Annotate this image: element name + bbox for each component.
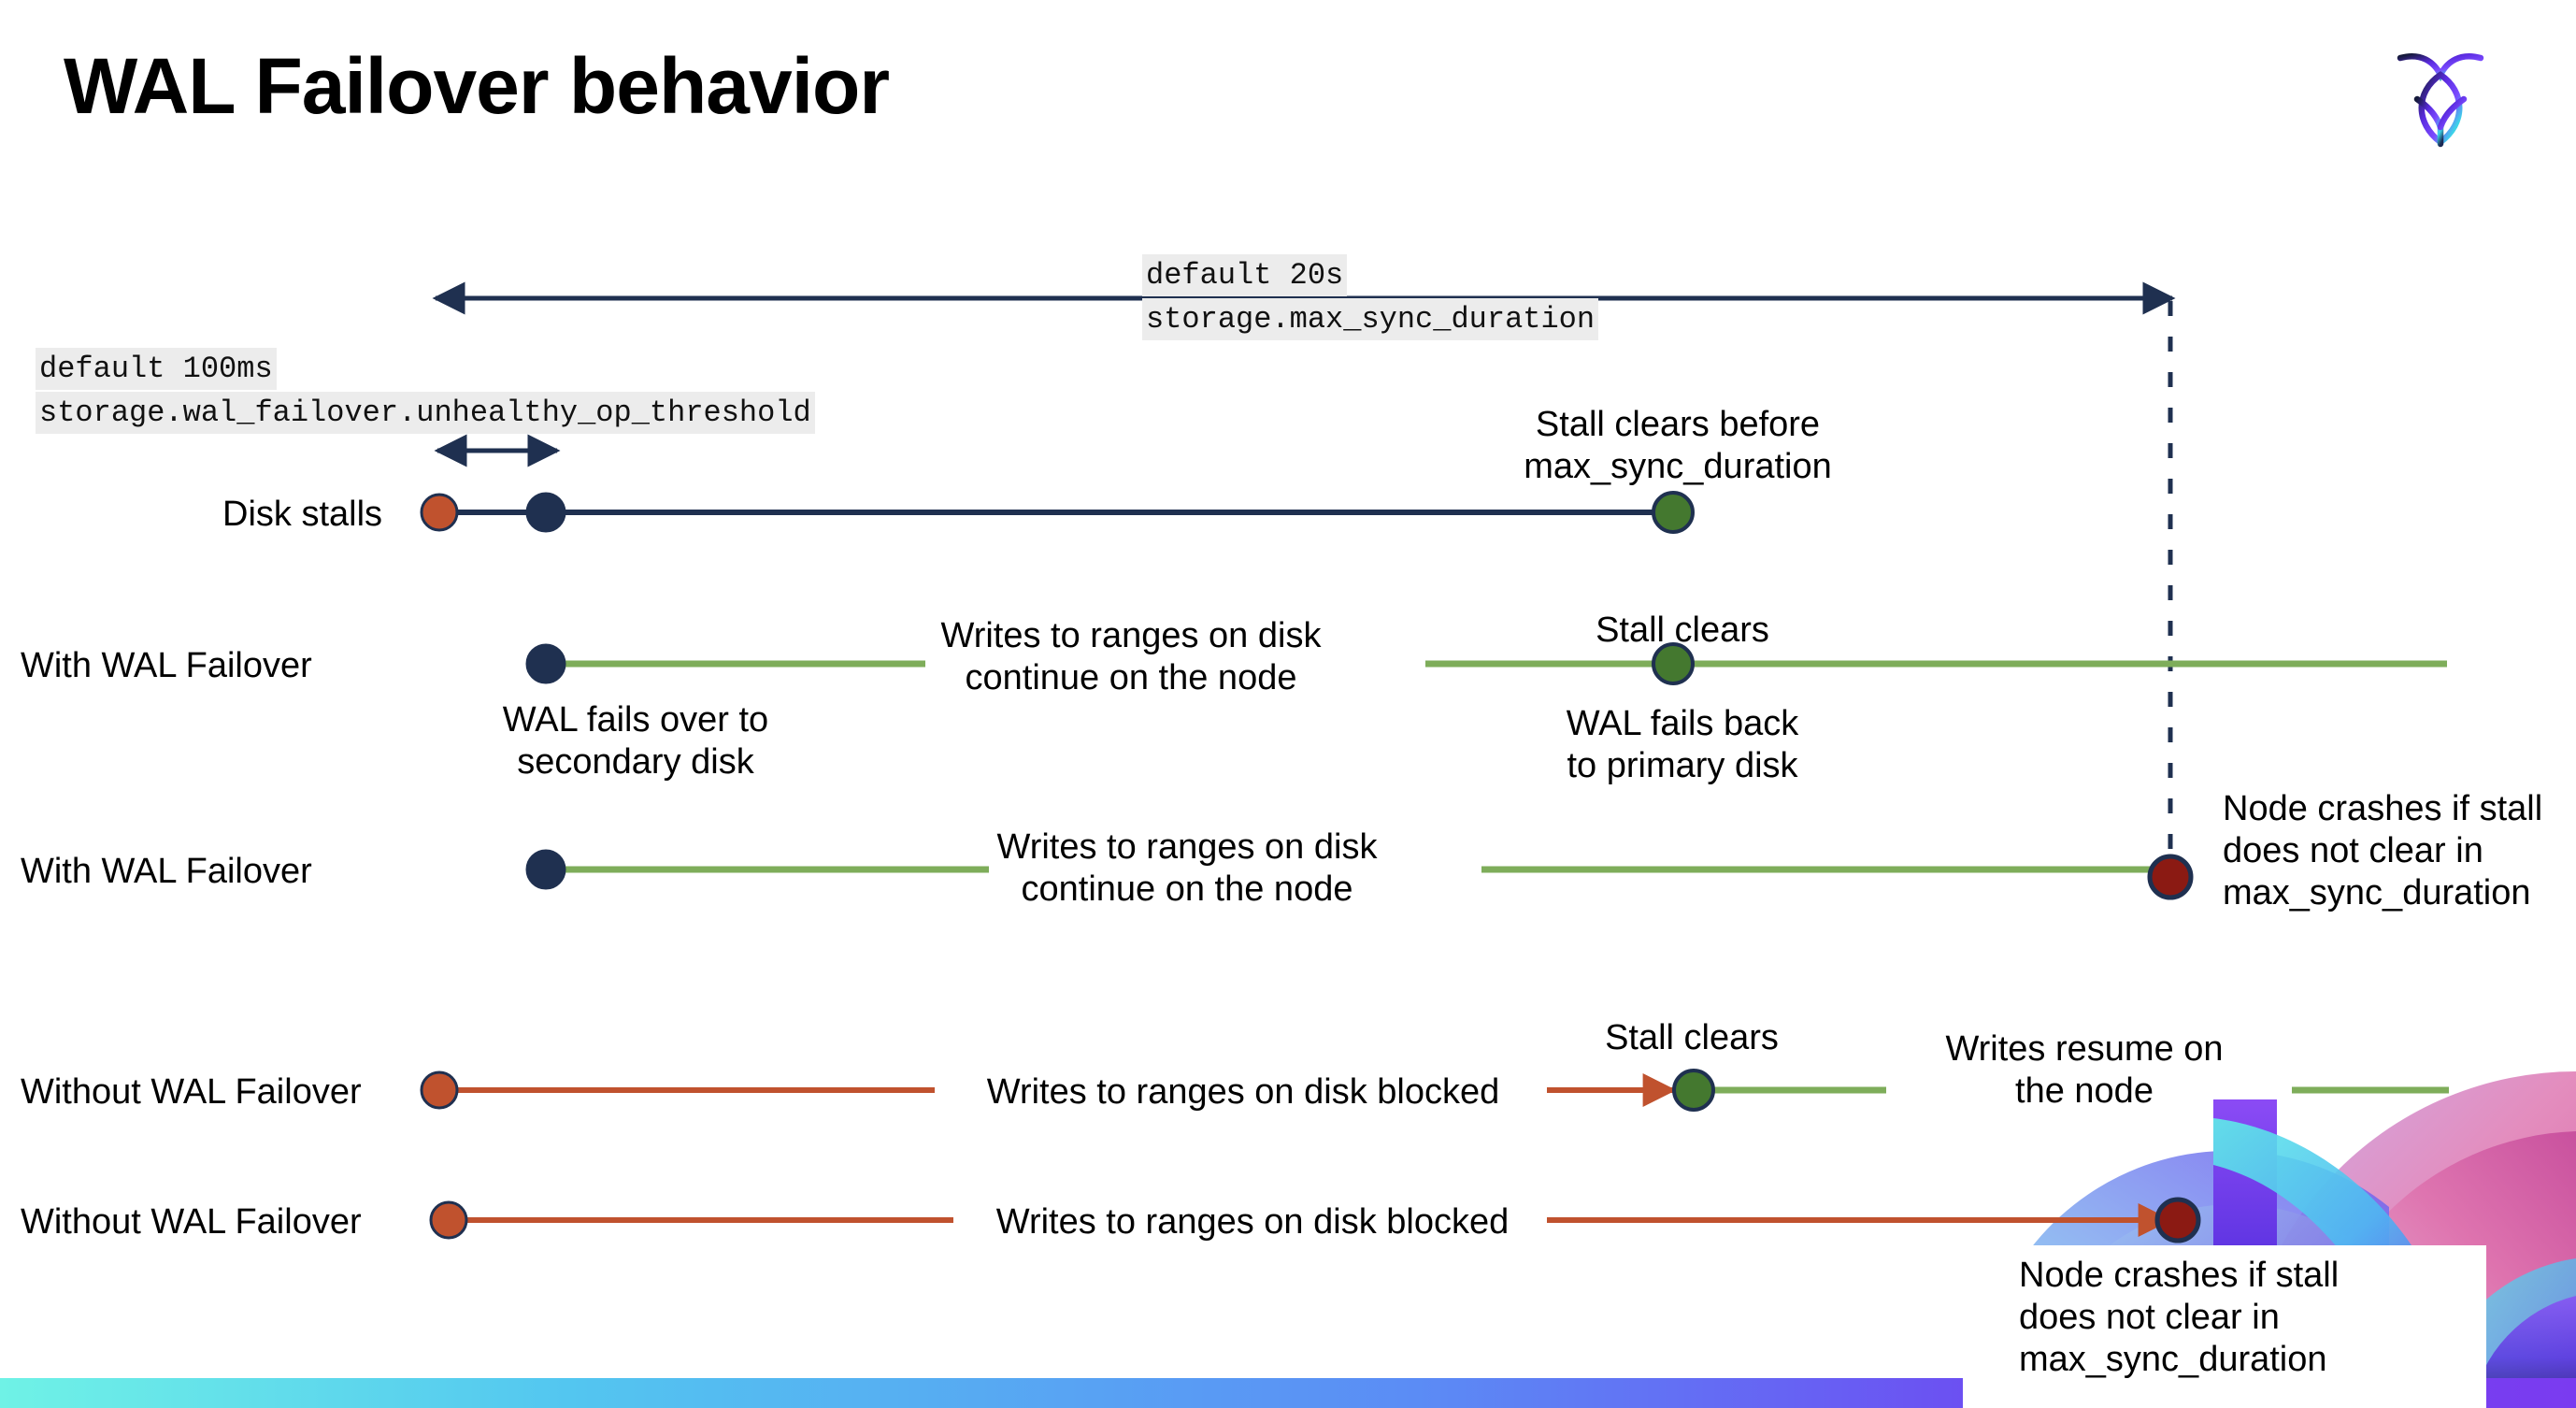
marker-node-crash-red bbox=[2154, 1197, 2201, 1243]
note-stall-clears-row2: Stall clears bbox=[1596, 611, 1769, 650]
annotation-max-sync-duration: default 20s storage.max_sync_duration bbox=[1142, 254, 1599, 342]
note-line-1: Writes to ranges on disk bbox=[996, 827, 1378, 867]
marker-stall-start-orange bbox=[420, 1070, 459, 1110]
note-stall-clears-before-max-sync: Stall clears before max_sync_duration bbox=[1477, 404, 1879, 488]
note-writes-resume: Writes resume on the node bbox=[1925, 1028, 2243, 1113]
note-line-1: Node crashes if stall bbox=[2019, 1256, 2340, 1295]
row-label-disk-stalls: Disk stalls bbox=[222, 495, 383, 534]
marker-failover-navy bbox=[525, 492, 566, 533]
marker-wal-fails-over-navy bbox=[525, 849, 566, 890]
note-line-2: secondary disk bbox=[517, 741, 754, 782]
row-without-wal-failover-2-track bbox=[429, 1197, 2201, 1243]
marker-stall-clears-green bbox=[1672, 1069, 1715, 1112]
note-writes-continue-row3: Writes to ranges on disk continue on the… bbox=[953, 826, 1421, 911]
note-line-2: does not clear in bbox=[2223, 830, 2483, 870]
note-line-3: max_sync_duration bbox=[2223, 872, 2531, 912]
note-line-2: to primary disk bbox=[1567, 745, 1798, 785]
annotation-unhealthy-op-threshold: default 100ms storage.wal_failover.unhea… bbox=[36, 348, 815, 436]
note-node-crashes-row5: Node crashes if stall does not clear in … bbox=[2019, 1255, 2468, 1380]
cockroachdb-logo-icon bbox=[2389, 34, 2492, 151]
max-sync-default-text: default 20s bbox=[1142, 254, 1348, 297]
row-with-wal-failover-1-track bbox=[525, 642, 2447, 685]
marker-node-crash-red bbox=[2147, 854, 2194, 900]
row-without-wal-failover-1-track bbox=[420, 1069, 2449, 1112]
note-line-3: max_sync_duration bbox=[2019, 1339, 2327, 1379]
row-label-with-wal-failover-1: With WAL Failover bbox=[21, 646, 312, 685]
marker-stall-start-orange bbox=[420, 493, 459, 532]
note-line-1: Node crashes if stall bbox=[2223, 789, 2543, 828]
marker-stall-clears-green bbox=[1652, 642, 1695, 685]
note-node-crashes-row3: Node crashes if stall does not clear in … bbox=[2223, 788, 2576, 913]
note-line-1: Stall clears before bbox=[1535, 405, 1821, 444]
marker-stall-start-orange bbox=[429, 1200, 468, 1240]
note-stall-clears-row4: Stall clears bbox=[1605, 1018, 1779, 1057]
note-line-2: does not clear in bbox=[2019, 1297, 2280, 1337]
row-label-with-wal-failover-2: With WAL Failover bbox=[21, 852, 312, 891]
page-title: WAL Failover behavior bbox=[64, 42, 890, 130]
note-writes-blocked-row5: Writes to ranges on disk blocked bbox=[995, 1202, 1510, 1242]
note-line-2: the node bbox=[2015, 1070, 2154, 1111]
max-sync-setting-text: storage.max_sync_duration bbox=[1142, 298, 1599, 341]
note-line-2: continue on the node bbox=[965, 657, 1297, 697]
note-line-1: Writes to ranges on disk bbox=[940, 616, 1322, 655]
note-writes-blocked-row4: Writes to ranges on disk blocked bbox=[986, 1072, 1500, 1112]
note-line-2: continue on the node bbox=[1021, 869, 1353, 909]
note-line-1: WAL fails over to bbox=[502, 700, 769, 740]
row-with-wal-failover-2-track bbox=[525, 849, 2194, 900]
unhealthy-op-setting-text: storage.wal_failover.unhealthy_op_thresh… bbox=[36, 392, 815, 435]
note-line-1: WAL fails back bbox=[1566, 704, 1799, 743]
note-writes-continue-row2: Writes to ranges on disk continue on the… bbox=[897, 615, 1365, 699]
marker-stall-clears-green bbox=[1652, 491, 1695, 534]
note-line-1: Writes resume on bbox=[1945, 1029, 2224, 1069]
note-wal-fails-over: WAL fails over to secondary disk bbox=[439, 699, 832, 783]
node-crash-callout-box: Node crashes if stall does not clear in … bbox=[1963, 1245, 2486, 1408]
row-label-without-wal-failover-1: Without WAL Failover bbox=[21, 1072, 362, 1112]
note-wal-fails-back: WAL fails back to primary disk bbox=[1477, 703, 1888, 787]
row-disk-stalls-track bbox=[420, 491, 1695, 534]
note-line-2: max_sync_duration bbox=[1524, 446, 1832, 486]
unhealthy-op-default-text: default 100ms bbox=[36, 348, 277, 391]
row-label-without-wal-failover-2: Without WAL Failover bbox=[21, 1202, 362, 1242]
marker-wal-fails-over-navy bbox=[525, 643, 566, 684]
